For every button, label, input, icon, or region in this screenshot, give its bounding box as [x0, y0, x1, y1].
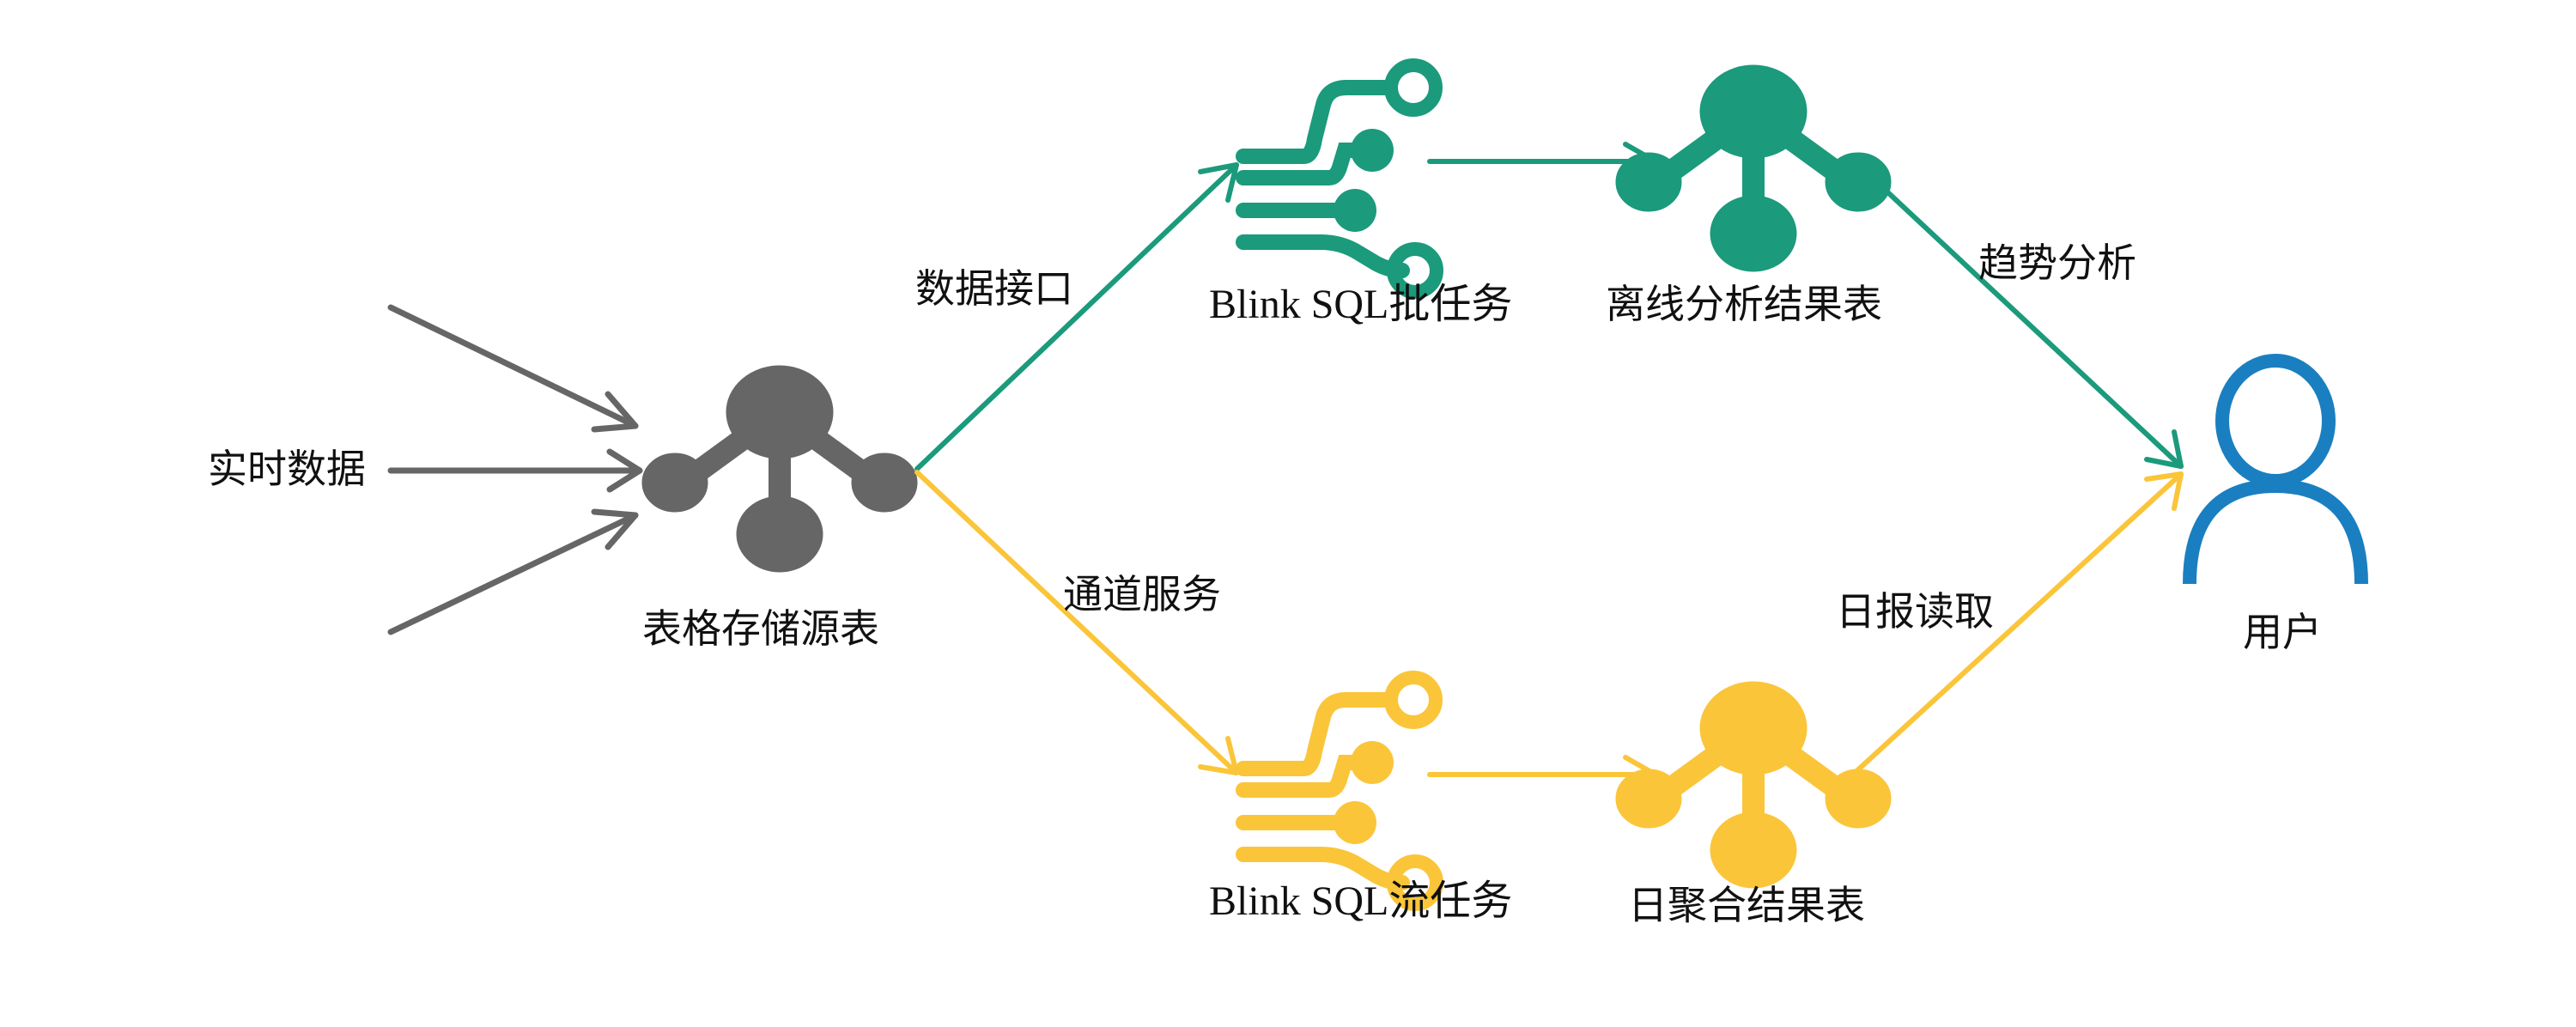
label-channel-service: 通道服务	[1063, 571, 1221, 617]
input-arrow-bottom	[387, 512, 639, 635]
input-arrow-top-head	[591, 391, 639, 433]
input-arrow-bottom-head	[591, 508, 639, 550]
label-source-table: 表格存储源表	[642, 605, 879, 652]
arrow-source-to-stream	[914, 470, 1239, 775]
arrow-offline-to-user	[1852, 159, 2184, 469]
label-offline-result: 离线分析结果表	[1606, 281, 1882, 327]
label-daily-read: 日报读取	[1836, 588, 1994, 635]
label-trend-analysis: 趋势分析	[1978, 240, 2136, 286]
arrow-daily-to-user	[1852, 471, 2184, 775]
label-realtime-data: 实时数据	[208, 446, 366, 492]
circuit-icon	[1243, 65, 1437, 292]
arrow-source-to-batch	[914, 162, 1239, 471]
arrow-offline-to-user-head	[2144, 429, 2184, 469]
user-icon	[2183, 354, 2368, 585]
input-arrow-top	[387, 304, 639, 429]
label-daily-result: 日聚合结果表	[1628, 882, 1865, 928]
hierarchy-icon	[1616, 682, 1891, 888]
label-user: 用户	[2243, 609, 2322, 655]
input-arrows	[387, 304, 643, 635]
stream-flow-arrows	[914, 470, 2184, 794]
arrow-source-to-batch-head	[1198, 162, 1239, 203]
label-stream-task: Blink SQL流任务	[1209, 878, 1512, 924]
hierarchy-icon	[1616, 65, 1891, 271]
arrow-daily-to-user-head	[2144, 471, 2184, 511]
input-arrow-middle-head	[606, 448, 643, 493]
batch-flow-arrows	[914, 142, 2184, 471]
label-batch-task: Blink SQL批任务	[1209, 282, 1512, 327]
label-data-interface: 数据接口	[915, 265, 1073, 312]
hierarchy-icon	[642, 366, 917, 572]
arrow-source-to-stream-head	[1198, 736, 1239, 775]
circuit-icon	[1243, 678, 1437, 904]
